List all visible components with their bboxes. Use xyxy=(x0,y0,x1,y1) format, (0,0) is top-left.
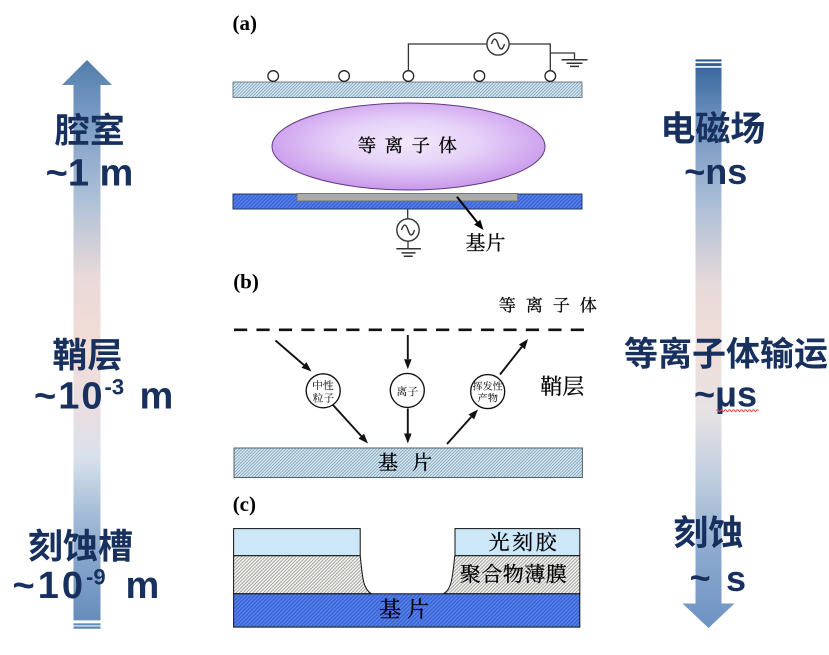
svg-text:~: ~ xyxy=(690,557,711,598)
svg-text:(b): (b) xyxy=(233,269,259,293)
svg-text:~10: ~10 xyxy=(13,565,86,607)
svg-text:~1 m: ~1 m xyxy=(46,153,134,195)
svg-text:~10: ~10 xyxy=(34,375,104,417)
svg-text:~μs: ~μs xyxy=(694,374,757,415)
svg-text:(c): (c) xyxy=(233,492,256,516)
svg-text:m: m xyxy=(126,565,160,607)
svg-text:m: m xyxy=(140,375,174,417)
svg-text:(a): (a) xyxy=(233,11,258,35)
svg-text:s: s xyxy=(726,558,746,599)
svg-text:~ns: ~ns xyxy=(684,151,747,192)
svg-text:-3: -3 xyxy=(105,375,125,400)
svg-text:-9: -9 xyxy=(86,564,106,589)
